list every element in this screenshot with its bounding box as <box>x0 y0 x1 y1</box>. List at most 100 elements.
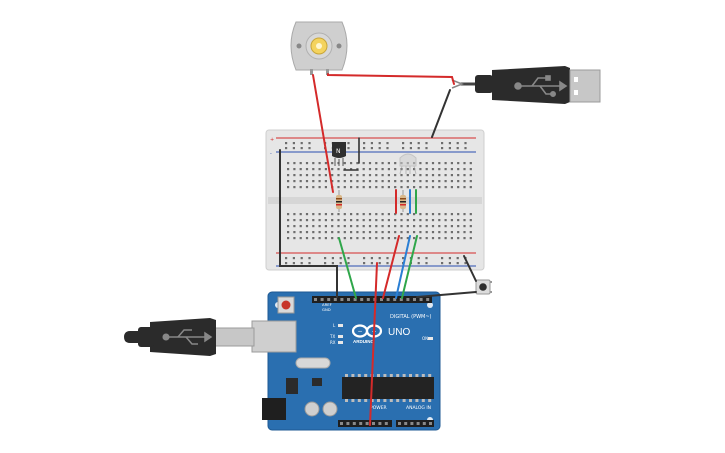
model-label: UNO <box>388 327 410 338</box>
on-led-label: ON <box>422 336 428 341</box>
motor-terminal-2[interactable] <box>326 69 329 75</box>
breadboard-hole <box>438 186 441 189</box>
rail-hole <box>370 147 373 150</box>
push-button[interactable] <box>475 279 492 295</box>
breadboard-hole <box>400 180 403 183</box>
resistor-2[interactable] <box>400 190 406 212</box>
wire-green-to-pin[interactable] <box>401 235 418 299</box>
breadboard-hole <box>368 168 372 171</box>
breadboard-hole <box>305 219 309 222</box>
breadboard-hole <box>387 231 390 234</box>
breadboard-hole <box>381 225 384 228</box>
breadboard-hole <box>337 168 340 171</box>
breadboard-hole <box>356 168 359 171</box>
rail-hole <box>292 142 295 145</box>
breadboard-hole <box>419 168 422 171</box>
rail-hole <box>417 142 420 145</box>
chip-pin <box>345 399 348 402</box>
usb-cable-left[interactable] <box>124 318 255 356</box>
breadboard-hole <box>331 237 334 240</box>
wire-green-left[interactable] <box>338 237 357 299</box>
breadboard-hole <box>375 225 378 228</box>
breadboard-hole <box>450 180 453 183</box>
breadboard-hole <box>375 180 378 183</box>
breadboard-hole <box>343 231 346 234</box>
breadboard-hole <box>457 237 460 240</box>
header-pin <box>347 298 350 301</box>
breadboard-hole <box>293 237 296 240</box>
npn-transistor[interactable]: N <box>332 142 346 166</box>
breadboard-hole <box>350 231 353 234</box>
rail-hole <box>308 142 311 145</box>
breadboard-hole <box>318 231 321 234</box>
breadboard-hole <box>305 213 309 216</box>
rail-hole <box>331 262 334 265</box>
chip-pin <box>351 399 355 402</box>
breadboard-hole <box>387 162 390 165</box>
breadboard-hole <box>400 219 403 222</box>
breadboard-hole <box>400 213 403 216</box>
wire-rail-to-button[interactable] <box>463 255 477 282</box>
breadboard-hole <box>457 219 460 222</box>
breadboard-hole <box>444 174 447 177</box>
breadboard-hole <box>431 162 435 165</box>
breadboard-hole <box>324 174 327 177</box>
breadboard-hole <box>368 186 372 189</box>
breadboard-hole <box>431 168 435 171</box>
breadboard-hole <box>469 225 472 228</box>
rail-hole <box>300 257 303 260</box>
rail-hole <box>331 257 334 260</box>
dc-motor[interactable] <box>290 21 348 75</box>
breadboard-hole <box>438 162 441 165</box>
breadboard-hole <box>368 180 372 183</box>
rail-hole <box>456 147 459 150</box>
breadboard-hole <box>318 174 321 177</box>
breadboard-hole <box>381 168 384 171</box>
wire-button-to-pin[interactable] <box>416 291 477 298</box>
breadboard-hole <box>368 219 372 222</box>
chip-pin <box>409 399 412 402</box>
breadboard-hole <box>413 225 416 228</box>
rgb-led[interactable] <box>399 153 417 175</box>
breadboard-hole <box>419 231 422 234</box>
breadboard-hole <box>425 219 428 222</box>
wire-5v-power[interactable] <box>369 262 378 426</box>
breadboard-hole <box>450 231 453 234</box>
breadboard[interactable]: + - <box>265 129 485 271</box>
breadboard-hole <box>312 180 315 183</box>
rail-hole <box>456 262 459 265</box>
wire-gnd-to-arduino[interactable] <box>279 149 338 298</box>
resistor-1[interactable] <box>336 190 342 212</box>
motor-terminal-1[interactable] <box>310 69 313 75</box>
breadboard-hole <box>444 219 447 222</box>
breadboard-hole <box>463 168 466 171</box>
breadboard-hole <box>324 168 327 171</box>
wire-blue-to-pin[interactable] <box>395 235 411 299</box>
breadboard-hole <box>431 231 435 234</box>
wire-red-to-pin[interactable] <box>382 235 400 299</box>
rail-hole <box>425 262 428 265</box>
breadboard-hole <box>457 168 460 171</box>
wire-usb-ground[interactable] <box>431 89 451 138</box>
rail-hole <box>308 257 311 260</box>
breadboard-hole <box>469 180 472 183</box>
dc-power-jack[interactable] <box>262 398 286 420</box>
breadboard-hole <box>387 225 390 228</box>
arduino-uno-board[interactable]: DIGITAL (PWM~) − + ARDUINO UNO L TX RX O… <box>251 291 441 431</box>
breadboard-hole <box>318 162 321 165</box>
usb-b-port[interactable] <box>251 320 297 353</box>
wire-motor-to-usb[interactable] <box>327 73 455 85</box>
wire-motor-to-resistor[interactable] <box>312 74 334 193</box>
chip-pin <box>409 374 412 377</box>
breadboard-hole <box>350 162 353 165</box>
breadboard-hole <box>324 213 327 216</box>
chip-pin <box>377 374 380 377</box>
breadboard-hole <box>406 186 409 189</box>
usb-cable-top[interactable] <box>451 66 601 104</box>
breadboard-hole <box>438 237 441 240</box>
gnd-label: GND <box>322 307 331 312</box>
breadboard-holes <box>285 142 472 265</box>
breadboard-hole <box>356 237 359 240</box>
rail-hole <box>448 142 451 145</box>
rail-hole <box>347 257 350 260</box>
